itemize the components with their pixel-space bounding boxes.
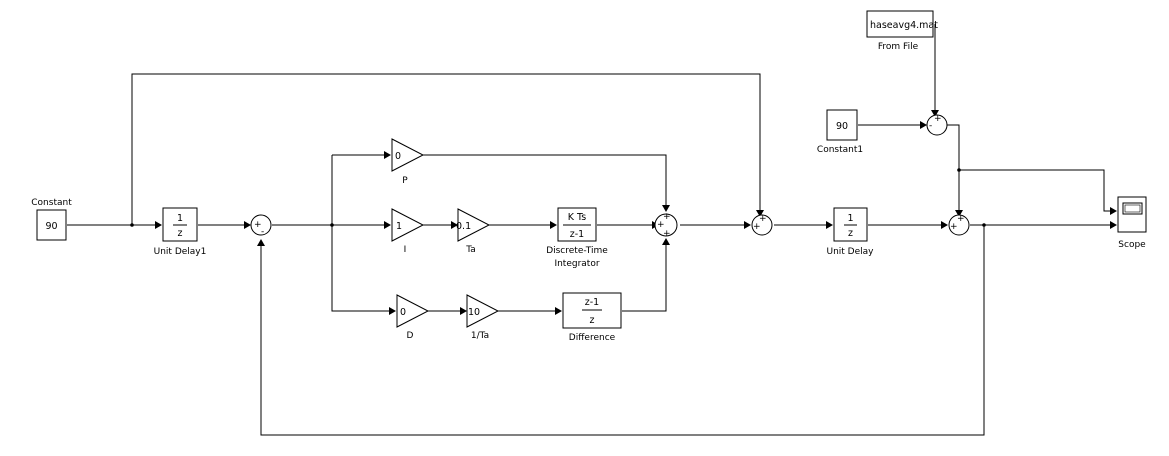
svg-text:+: +	[753, 222, 761, 232]
svg-text:-: -	[929, 121, 932, 131]
constant1-block[interactable]: 90	[826, 109, 858, 141]
svg-text:+: +	[657, 220, 665, 230]
sum5-block[interactable]: + +	[948, 214, 970, 236]
gain-p-label: P	[402, 176, 408, 186]
svg-text:1: 1	[396, 221, 402, 232]
svg-text:0.1: 0.1	[456, 221, 471, 232]
constant-block[interactable]: 90	[36, 209, 67, 241]
sum4-block[interactable]: + -	[926, 114, 948, 136]
gain-inv-ta-block[interactable]: 10	[466, 294, 500, 328]
constant-label: Constant	[31, 198, 72, 208]
sum3-block[interactable]: + +	[751, 214, 773, 236]
gain-ta-block[interactable]: 0.1	[456, 208, 491, 242]
gain-d-block[interactable]: 0	[396, 294, 430, 328]
gain-d-label: D	[407, 331, 414, 341]
unit-delay1-block[interactable]: 1 z	[162, 207, 198, 242]
gain-i-label: I	[404, 245, 407, 255]
scope-block[interactable]	[1117, 196, 1147, 233]
svg-text:0: 0	[400, 307, 406, 318]
svg-text:+: +	[759, 214, 767, 224]
svg-text:+: +	[663, 229, 671, 239]
signal-lines	[67, 24, 1117, 436]
from-file-block[interactable]: haseavg4.mat	[866, 10, 938, 38]
svg-text:haseavg4.mat: haseavg4.mat	[870, 20, 938, 31]
unit-delay-block[interactable]: 1 z	[833, 207, 868, 242]
gain-i-block[interactable]: 1	[391, 208, 425, 242]
scope-label: Scope	[1118, 240, 1146, 250]
svg-text:90: 90	[836, 121, 848, 132]
svg-text:+: +	[254, 220, 262, 230]
svg-text:z: z	[848, 228, 853, 239]
svg-text:+: +	[934, 114, 942, 124]
integrator-label-line1: Discrete-Time	[546, 246, 608, 256]
constant1-label: Constant1	[817, 145, 863, 155]
svg-text:K Ts: K Ts	[568, 212, 586, 223]
unit-delay-label: Unit Delay	[827, 247, 875, 257]
sum2-block[interactable]: + + +	[654, 212, 678, 239]
difference-label: Difference	[569, 333, 616, 343]
unit-delay1-label: Unit Delay1	[154, 247, 207, 257]
svg-text:1: 1	[177, 213, 183, 224]
gain-inv-ta-label: 1/Ta	[471, 331, 489, 341]
discrete-time-integrator-block[interactable]: K Ts z-1	[557, 207, 597, 242]
svg-text:+: +	[663, 212, 671, 222]
svg-text:1: 1	[847, 213, 853, 224]
svg-text:10: 10	[468, 307, 480, 318]
svg-text:90: 90	[45, 221, 57, 232]
svg-text:z: z	[178, 228, 183, 239]
svg-text:+: +	[950, 222, 958, 232]
svg-text:z-1: z-1	[585, 297, 599, 308]
svg-text:0: 0	[395, 151, 401, 162]
svg-text:+: +	[957, 214, 965, 224]
integrator-label-line2: Integrator	[554, 259, 599, 269]
svg-text:z: z	[590, 315, 595, 326]
gain-p-block[interactable]: 0	[391, 138, 425, 172]
svg-text:z-1: z-1	[570, 229, 584, 240]
sum1-block[interactable]: + -	[250, 214, 272, 237]
from-file-label: From File	[878, 42, 919, 52]
difference-block[interactable]: z-1 z	[562, 292, 622, 329]
gain-ta-label: Ta	[465, 245, 476, 255]
svg-text:-: -	[261, 227, 264, 237]
